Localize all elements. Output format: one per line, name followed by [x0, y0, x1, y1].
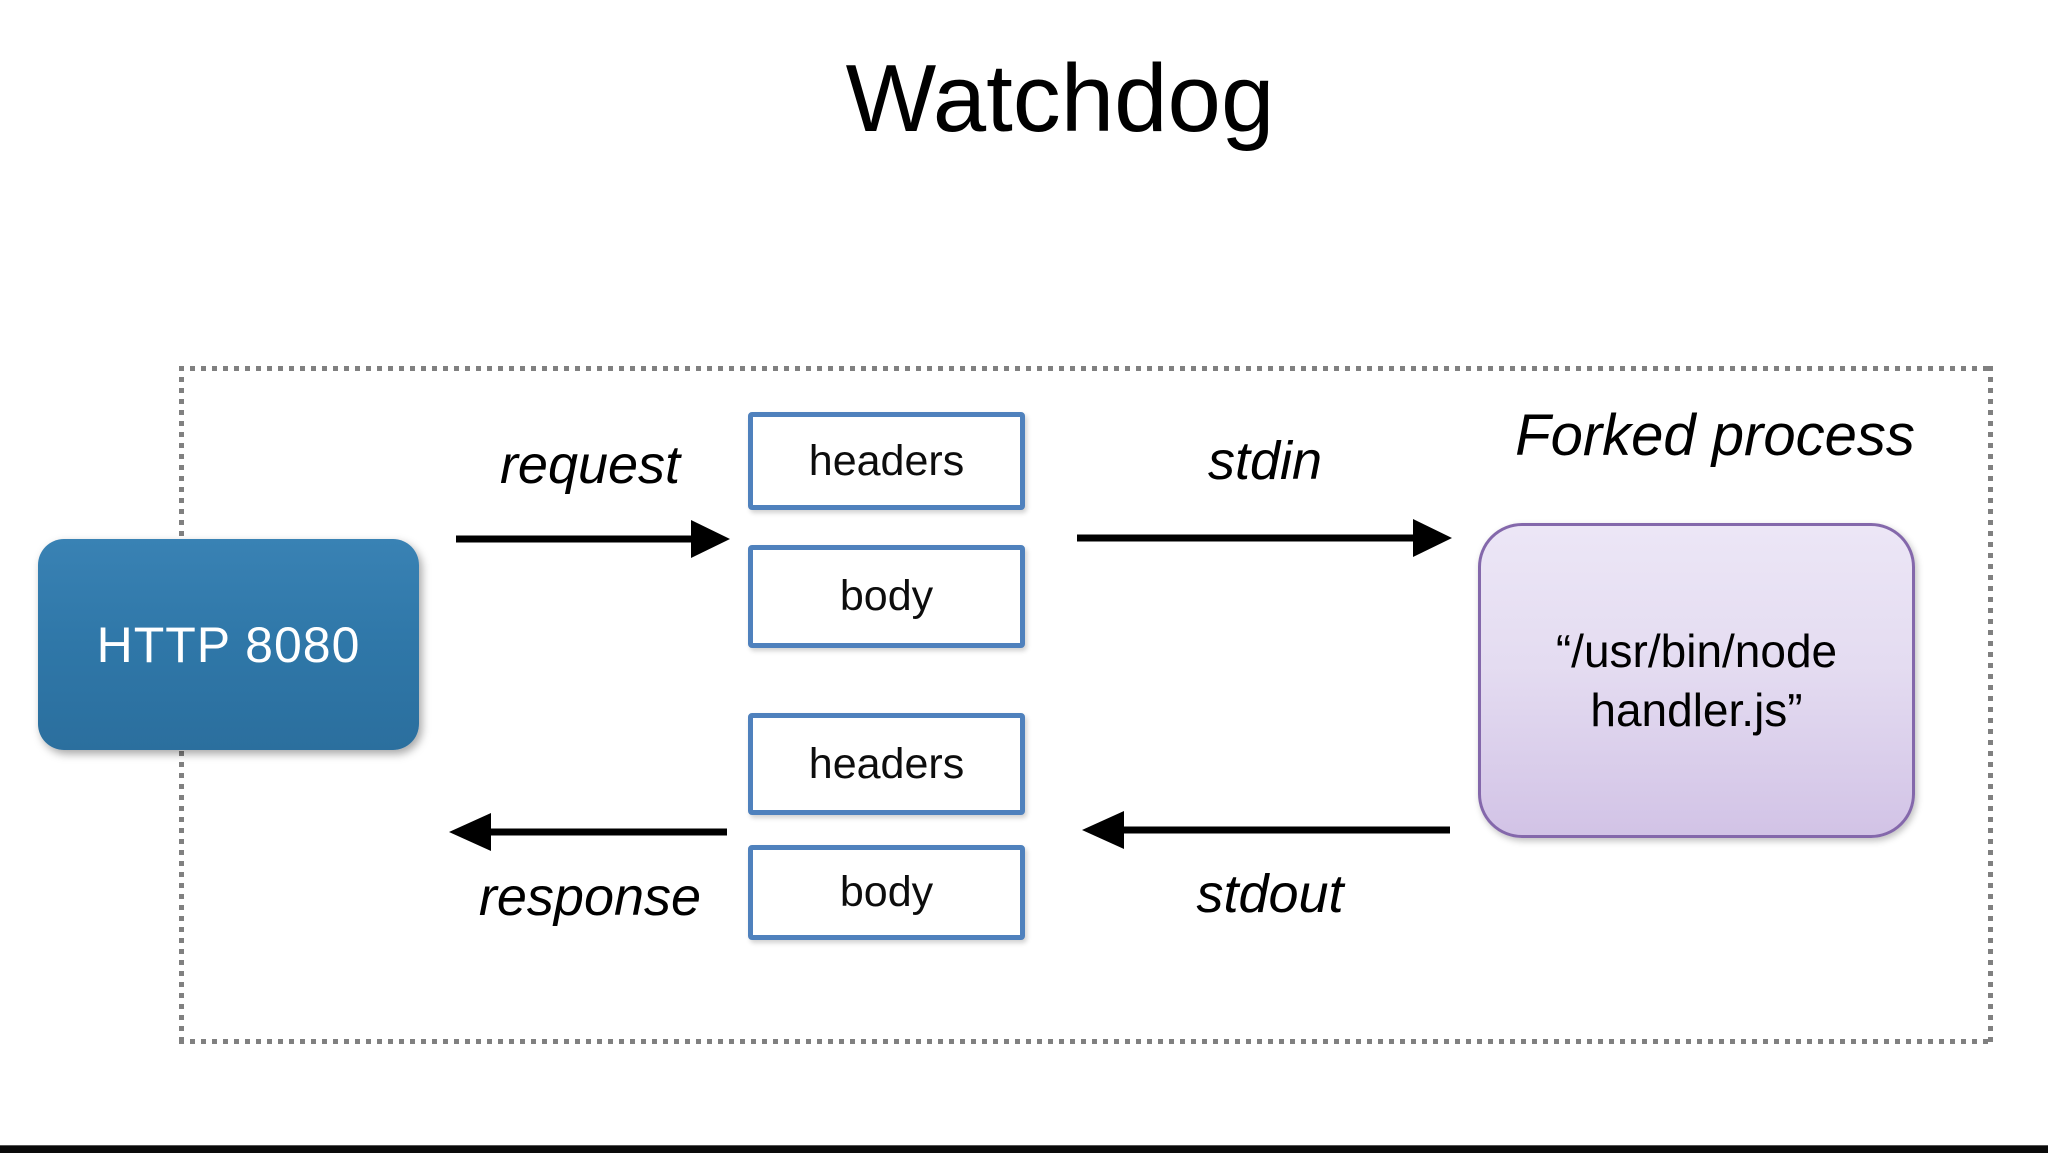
response-label: response	[478, 867, 702, 927]
forked-process-box: “/usr/bin/node handler.js”	[1478, 523, 1915, 838]
response-headers-box: headers	[748, 713, 1025, 815]
http-server-box: HTTP 8080	[38, 539, 419, 750]
request-label: request	[499, 435, 681, 495]
boundary-edge-right	[1988, 366, 1993, 1044]
slide-title: Watchdog	[845, 45, 1275, 152]
boundary-edge-top	[179, 366, 1993, 371]
response-body-box: body	[748, 845, 1025, 940]
request-headers-box: headers	[748, 412, 1025, 510]
forked-process-label: Forked process	[1515, 403, 1915, 468]
process-command-line-2: handler.js”	[1590, 683, 1803, 736]
boundary-edge-bottom	[179, 1039, 1993, 1044]
slide-bottom-border	[0, 1145, 2048, 1153]
request-body-box: body	[748, 545, 1025, 648]
http-server-label: HTTP 8080	[96, 616, 361, 673]
process-command-line-1: “/usr/bin/node	[1555, 624, 1838, 677]
stdout-label: stdout	[1196, 864, 1344, 924]
stdin-label: stdin	[1207, 431, 1323, 491]
